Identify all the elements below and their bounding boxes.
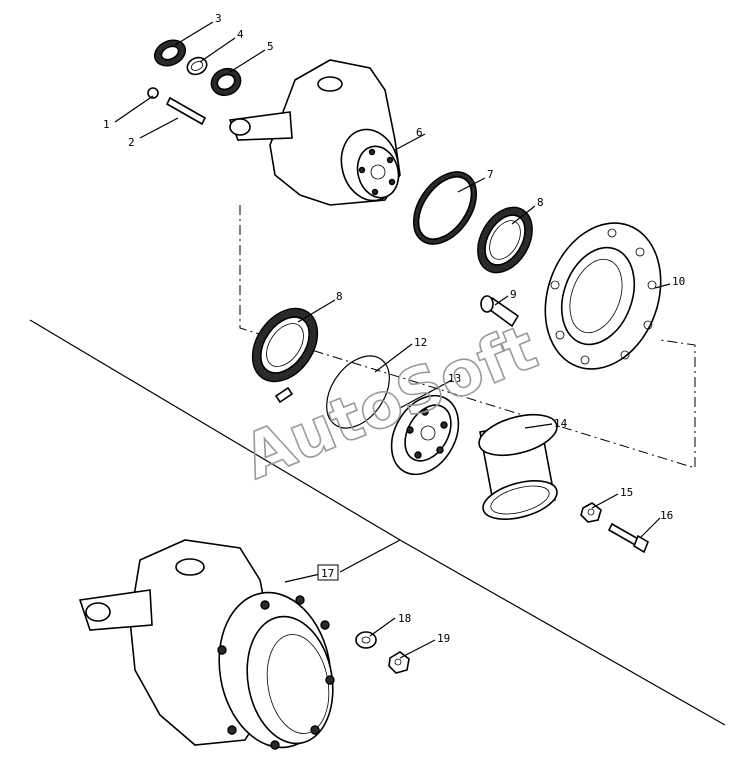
part-bearing-8-upper[interactable] xyxy=(467,198,544,283)
callout-14: 14 xyxy=(554,417,568,430)
callout-19: 19 xyxy=(437,632,450,645)
callout-1: 1 xyxy=(103,118,110,131)
part-ring-gear-14[interactable] xyxy=(475,407,562,526)
part-bearing-8-lower[interactable] xyxy=(239,296,331,394)
leader-lines xyxy=(114,21,671,659)
callout-10: 10 xyxy=(672,275,685,288)
callout-12: 12 xyxy=(414,336,427,349)
callout-13: 13 xyxy=(448,372,461,385)
part-nut-1[interactable] xyxy=(147,87,159,99)
part-screw-small[interactable] xyxy=(274,386,294,404)
part-knuckle-assembly-17[interactable] xyxy=(78,539,343,756)
callout-8-lower: 8 xyxy=(336,290,343,303)
callout-8-upper: 8 xyxy=(537,196,544,209)
callout-6: 6 xyxy=(416,126,423,139)
callout-16: 16 xyxy=(660,509,673,522)
callout-2: 2 xyxy=(128,136,135,149)
part-ring-4[interactable] xyxy=(185,55,210,78)
callout-9: 9 xyxy=(510,288,517,301)
callout-15: 15 xyxy=(620,486,633,499)
part-nut-19[interactable] xyxy=(388,651,410,674)
callout-3: 3 xyxy=(215,12,222,25)
part-bolt-9[interactable] xyxy=(480,295,520,328)
part-steering-knuckle-6[interactable] xyxy=(228,59,406,207)
part-seal-ring-7[interactable] xyxy=(401,160,489,255)
callout-4: 4 xyxy=(237,28,244,41)
part-circlip-12[interactable] xyxy=(314,344,402,439)
part-stud-bolt-16[interactable] xyxy=(607,522,649,554)
part-nut-15[interactable] xyxy=(580,502,602,523)
callout-17-box xyxy=(317,564,339,581)
part-bushing-5[interactable] xyxy=(207,64,245,100)
part-pin-2[interactable] xyxy=(165,96,207,126)
callout-17: 17 xyxy=(321,567,334,580)
callout-18: 18 xyxy=(398,612,411,625)
callout-7: 7 xyxy=(487,168,494,181)
part-planet-carrier-13[interactable] xyxy=(378,384,472,487)
part-wheel-hub-10[interactable] xyxy=(526,207,681,386)
callout-5: 5 xyxy=(267,40,274,53)
part-oil-seal-3[interactable] xyxy=(150,35,189,70)
assembly-envelope xyxy=(239,205,696,469)
